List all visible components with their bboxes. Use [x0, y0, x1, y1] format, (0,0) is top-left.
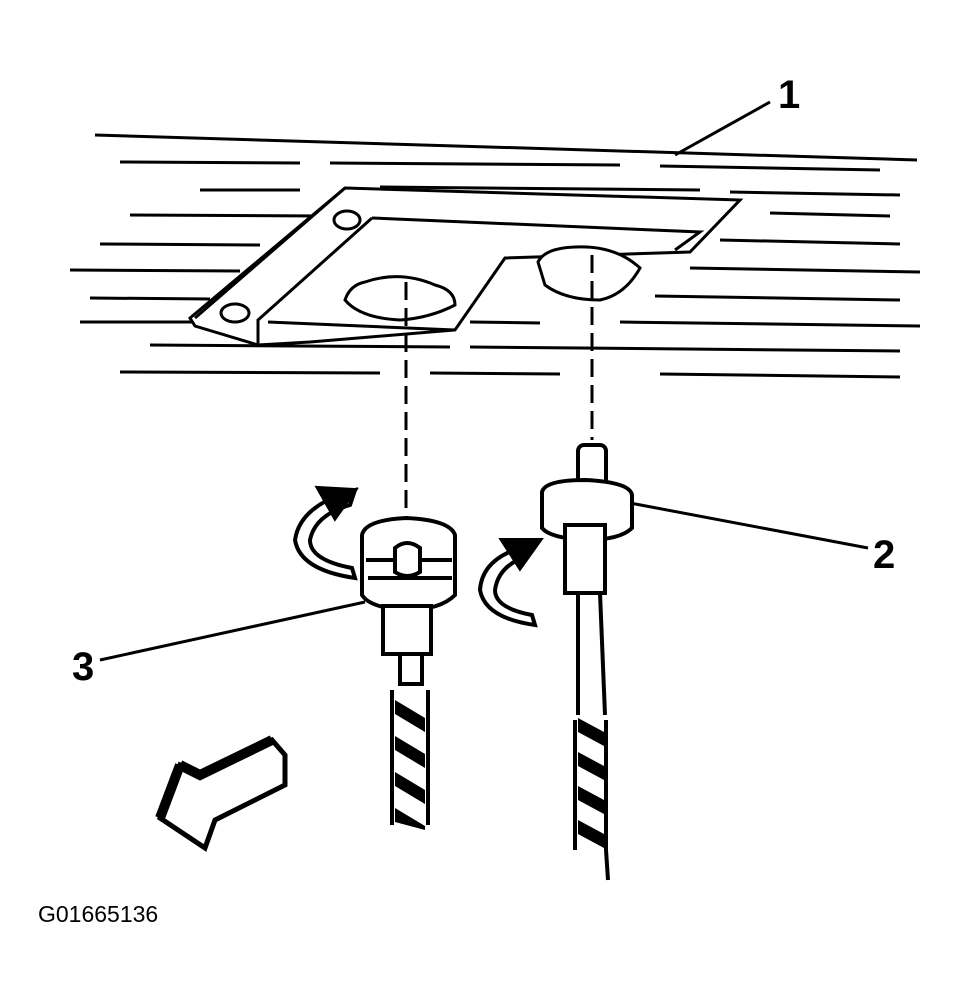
- bracket-bolt-hole-icon: [332, 209, 362, 231]
- front-direction-arrow-icon: [155, 735, 288, 852]
- cable-end-right: [540, 443, 634, 881]
- leader-line-1: [674, 100, 771, 157]
- figure-id: G01665136: [38, 901, 159, 927]
- cable-conduit-wrap: [395, 700, 425, 830]
- rotate-arrow-right-icon: [477, 538, 544, 628]
- cable-opening-left: [343, 275, 457, 322]
- mounting-bracket: [188, 186, 744, 347]
- callout-3-label: 3: [72, 645, 94, 689]
- rotate-arrow-left-icon: [292, 485, 359, 581]
- callout-1-label: 1: [778, 73, 800, 117]
- callout-2-label: 2: [873, 533, 895, 577]
- leader-lines: [99, 100, 869, 662]
- panel-hatching: [69, 133, 921, 379]
- leader-line-2: [629, 501, 869, 550]
- leader-line-3: [99, 600, 366, 662]
- center-lines: [404, 255, 594, 520]
- cable-opening-right: [536, 245, 642, 302]
- cable-conduit-wrap: [578, 718, 604, 848]
- bracket-bolt-hole-icon: [219, 302, 251, 324]
- cable-end-left: [360, 515, 457, 830]
